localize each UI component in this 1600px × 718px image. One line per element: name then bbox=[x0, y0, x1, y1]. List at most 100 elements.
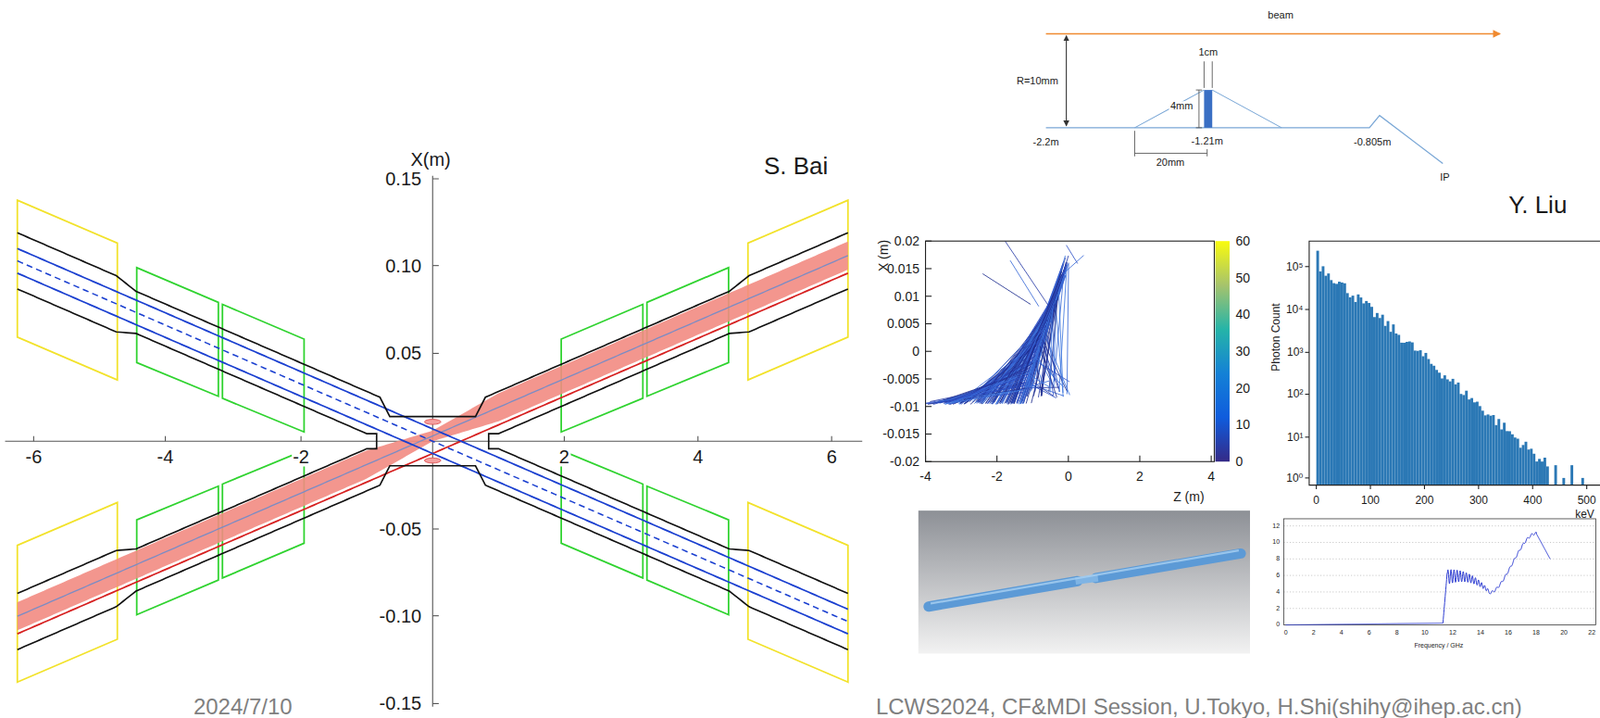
axis-tick bbox=[925, 295, 933, 297]
histogram-bar bbox=[1381, 314, 1385, 486]
histogram-bar bbox=[1487, 413, 1490, 485]
pipe-body bbox=[1096, 552, 1241, 577]
dimension-label: 4mm bbox=[1169, 100, 1194, 113]
histogram-bar bbox=[1537, 458, 1541, 485]
beam-pipe-wall bbox=[17, 288, 377, 594]
grid-line bbox=[1283, 525, 1596, 526]
ray-trace-plot bbox=[925, 240, 1230, 462]
beam-envelope bbox=[17, 241, 849, 631]
axis-title: Frequency / GHz bbox=[1412, 641, 1464, 649]
beam-pipe-wall bbox=[17, 232, 849, 416]
tick-label: -4 bbox=[918, 468, 932, 483]
tick-label: 10 bbox=[1271, 538, 1281, 546]
render-background bbox=[918, 510, 1250, 653]
histogram-bar bbox=[1384, 325, 1388, 486]
histogram-bar bbox=[1411, 342, 1414, 486]
dimension-arrow bbox=[1065, 36, 1067, 126]
beam-crossing-plot bbox=[5, 175, 863, 707]
photon-ray bbox=[1066, 262, 1069, 395]
tick-label: 22 bbox=[1587, 629, 1597, 637]
tick-label: -6 bbox=[24, 446, 43, 466]
colorbar-label: 40 bbox=[1235, 307, 1252, 322]
histogram-bar bbox=[1546, 465, 1550, 485]
histogram-bar bbox=[1502, 422, 1506, 485]
tick-label: 20 bbox=[1559, 629, 1569, 637]
histogram-bar bbox=[1432, 365, 1436, 486]
photon-ray bbox=[1007, 281, 1061, 402]
grid-line bbox=[1283, 575, 1596, 576]
histogram-bar bbox=[1387, 321, 1390, 486]
pipe-highlight bbox=[930, 550, 1239, 603]
histogram-bar bbox=[1400, 342, 1403, 486]
histogram-bar bbox=[1335, 283, 1338, 485]
axis-tick bbox=[1424, 485, 1425, 489]
histogram-bar bbox=[1484, 414, 1488, 485]
histogram-bar bbox=[1340, 282, 1344, 486]
axis-title: Z (m) bbox=[1172, 488, 1205, 503]
tick-label: 0.02 bbox=[893, 234, 921, 249]
axis-title: X(m) bbox=[409, 149, 451, 169]
tick-label: 8 bbox=[1394, 629, 1400, 637]
beam-orbit bbox=[17, 248, 849, 609]
axis-tick bbox=[432, 264, 439, 266]
colorbar-label: 30 bbox=[1235, 344, 1252, 359]
pipe-body bbox=[928, 580, 1078, 607]
shield-sketch bbox=[1046, 34, 1500, 164]
histogram-bar bbox=[1416, 350, 1420, 486]
histogram-bar bbox=[1419, 350, 1423, 486]
histogram-bar bbox=[1540, 461, 1544, 485]
plot-frame bbox=[1283, 518, 1596, 625]
histogram-bar bbox=[1440, 377, 1444, 485]
axis-tick bbox=[1586, 485, 1588, 489]
histogram-bar bbox=[1500, 429, 1503, 486]
magnet-outline bbox=[17, 200, 118, 380]
impedance-curve bbox=[1286, 531, 1551, 625]
tick-label: 10⁰ bbox=[1285, 472, 1304, 485]
histogram-bar bbox=[1394, 333, 1398, 486]
histogram-bar bbox=[1494, 425, 1498, 486]
tick-label: 4 bbox=[691, 446, 704, 466]
histogram-bar bbox=[1475, 401, 1479, 486]
tick-label: 16 bbox=[1503, 629, 1513, 637]
axis-tick bbox=[1305, 436, 1310, 438]
beam-pipe-wall bbox=[488, 288, 849, 594]
histogram-bar bbox=[1378, 317, 1382, 485]
histogram-bar bbox=[1454, 384, 1458, 486]
histogram-bar bbox=[1391, 324, 1395, 485]
histogram-bar bbox=[1337, 281, 1341, 486]
histogram-bar bbox=[1402, 342, 1406, 486]
axis-tick bbox=[925, 323, 933, 325]
axis-tick bbox=[300, 436, 302, 442]
tick-label: 0.01 bbox=[893, 288, 921, 303]
dimension-label: 1cm bbox=[1197, 48, 1219, 60]
dimension-label: R=10mm bbox=[1015, 75, 1060, 88]
tick-label: 12 bbox=[1271, 522, 1281, 529]
dimension-line bbox=[1196, 89, 1203, 128]
histogram-bar bbox=[1497, 418, 1500, 485]
histogram-bar bbox=[1329, 279, 1333, 485]
tick-label: 0 bbox=[1275, 621, 1281, 628]
tick-label: 2 bbox=[1311, 629, 1317, 637]
axis-tick bbox=[1305, 265, 1310, 267]
tick-label: 0.15 bbox=[384, 168, 423, 188]
tick-label: -0.05 bbox=[378, 518, 424, 538]
axis-tick bbox=[432, 527, 439, 529]
axis-tick bbox=[1067, 455, 1069, 463]
axis-tick bbox=[925, 455, 926, 463]
colorbar-label: 60 bbox=[1235, 234, 1252, 249]
histogram-bar bbox=[1481, 410, 1485, 485]
histogram-bar bbox=[1581, 477, 1585, 486]
tick-label: 200 bbox=[1413, 494, 1435, 507]
color-bar bbox=[1215, 240, 1230, 462]
position-label: -2.2m bbox=[1032, 137, 1061, 150]
tick-label: -0.01 bbox=[888, 399, 921, 413]
axis-tick bbox=[432, 352, 439, 354]
histogram-bar bbox=[1356, 294, 1360, 486]
tick-label: 0 bbox=[1063, 468, 1074, 483]
dimension-label: 20mm bbox=[1155, 158, 1187, 170]
beam-orbit bbox=[17, 273, 849, 634]
grid-line bbox=[1283, 590, 1596, 592]
axis-tick bbox=[33, 436, 35, 442]
tick-label: -0.005 bbox=[881, 372, 921, 387]
tick-label: 14 bbox=[1475, 629, 1486, 637]
